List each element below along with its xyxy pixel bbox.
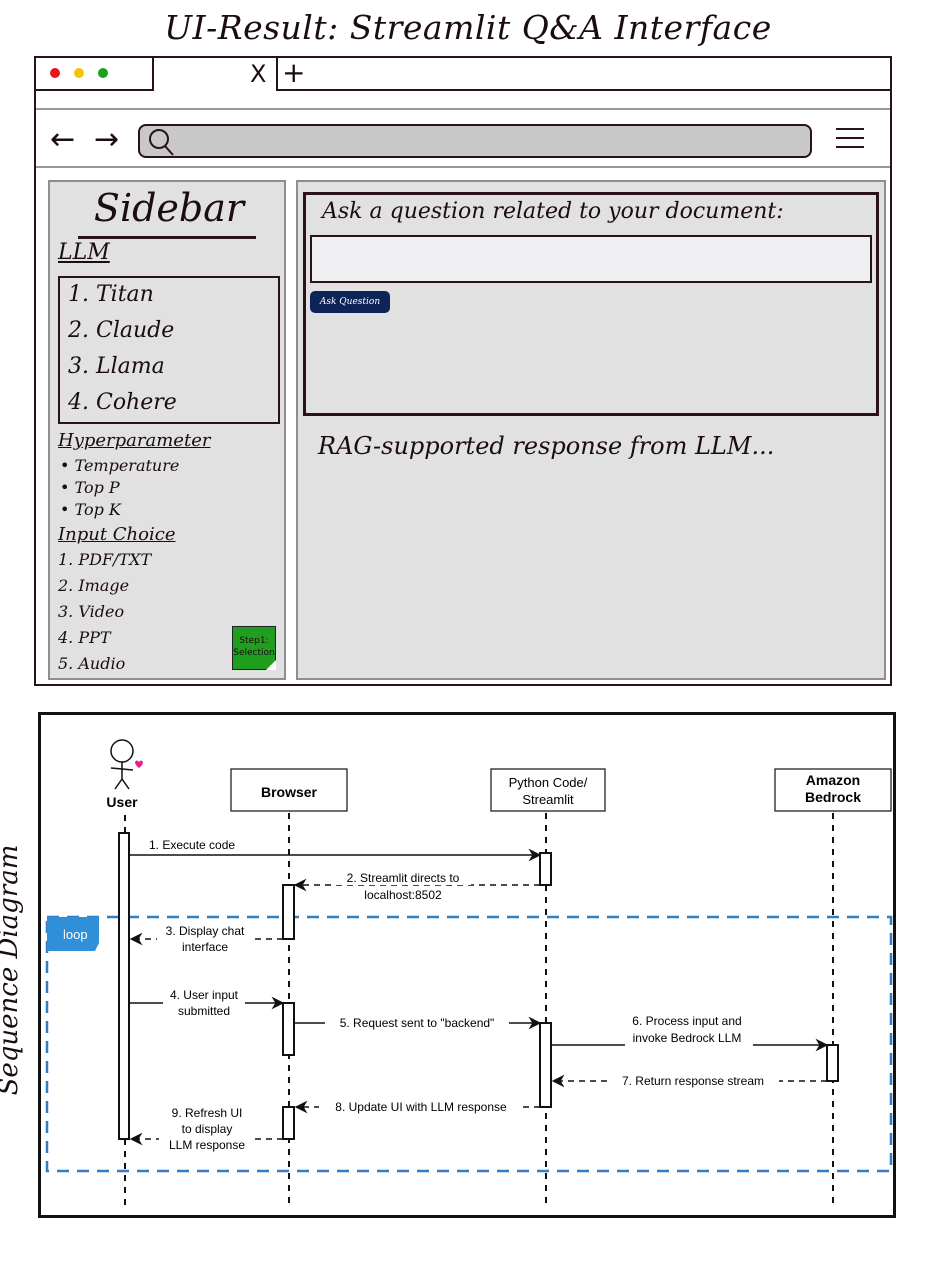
close-window-dot[interactable] xyxy=(50,68,60,78)
new-tab-bar: + xyxy=(276,56,892,91)
participant-python-line2: Streamlit xyxy=(522,792,574,807)
message-9-line2: to display xyxy=(182,1122,233,1136)
sequence-diagram: loop User Browser Python Code/ Streamlit… xyxy=(38,712,896,1218)
search-icon xyxy=(149,129,174,156)
sidebar-title: Sidebar xyxy=(93,186,245,230)
input-choice-audio[interactable]: 5. Audio xyxy=(58,654,126,673)
address-bar[interactable] xyxy=(138,124,812,158)
input-choice-video[interactable]: 3. Video xyxy=(58,602,125,621)
participant-bedrock-line1: Amazon xyxy=(806,772,860,788)
message-6-line2: invoke Bedrock LLM xyxy=(633,1031,742,1045)
message-8-label: 8. Update UI with LLM response xyxy=(335,1100,507,1114)
step-note-line2: Selection xyxy=(233,648,275,658)
tab-close-icon[interactable]: X xyxy=(250,60,267,88)
back-arrow-icon[interactable]: ← xyxy=(50,122,76,157)
message-4-line1: 4. User input xyxy=(170,988,239,1002)
llm-option-cohere[interactable]: 4. Cohere xyxy=(68,390,177,415)
sequence-diagram-canvas: loop User Browser Python Code/ Streamlit… xyxy=(45,739,893,1207)
question-input[interactable] xyxy=(310,235,872,283)
input-choice-ppt[interactable]: 4. PPT xyxy=(58,628,111,647)
hyperparameter-top-k[interactable]: • Top K xyxy=(60,500,121,519)
hyperparameter-heading: Hyperparameter xyxy=(58,430,211,451)
new-tab-plus-icon[interactable]: + xyxy=(282,56,306,89)
participant-bedrock-box xyxy=(774,768,892,812)
loop-label: loop xyxy=(63,927,88,942)
ask-question-button[interactable]: Ask Question xyxy=(310,291,390,313)
browser-activation-3 xyxy=(282,1106,295,1140)
llm-option-claude[interactable]: 2. Claude xyxy=(68,318,175,343)
participant-browser: Browser xyxy=(261,784,318,800)
message-3-line2: interface xyxy=(182,940,228,954)
question-form: Ask a question related to your document:… xyxy=(303,192,879,416)
sidebar: Sidebar LLM 1. Titan 2. Claude 3. Llama … xyxy=(48,180,286,680)
python-activation-2 xyxy=(539,1022,552,1108)
user-actor-icon xyxy=(110,739,143,790)
participant-browser-box xyxy=(230,768,348,812)
step-sticky-note: Step1: Selection xyxy=(232,626,276,670)
bedrock-activation xyxy=(826,1044,839,1082)
message-9-line1: 9. Refresh UI xyxy=(172,1106,243,1120)
message-5-label: 5. Request sent to "backend" xyxy=(340,1016,495,1030)
sequence-diagram-label: Sequence Diagram xyxy=(0,844,24,1096)
browser-tab[interactable] xyxy=(36,58,154,91)
input-choice-image[interactable]: 2. Image xyxy=(58,576,130,595)
llm-option-titan[interactable]: 1. Titan xyxy=(68,282,154,307)
message-3-line1: 3. Display chat xyxy=(166,924,245,938)
participant-user: User xyxy=(106,794,138,810)
input-choice-pdf-txt[interactable]: 1. PDF/TXT xyxy=(58,550,152,569)
browser-activation-1 xyxy=(282,884,295,940)
participant-bedrock-line2: Bedrock xyxy=(805,789,861,805)
hamburger-menu-icon[interactable] xyxy=(836,126,866,150)
input-choice-heading: Input Choice xyxy=(58,524,176,545)
main-panel: Ask a question related to your document:… xyxy=(296,180,886,680)
content-divider xyxy=(36,166,890,168)
python-activation-1 xyxy=(539,852,552,886)
question-label: Ask a question related to your document: xyxy=(322,199,784,224)
llm-heading: LLM xyxy=(58,240,110,265)
loop-label-box xyxy=(47,917,99,951)
activation-bars xyxy=(118,832,839,1140)
browser-activation-2 xyxy=(282,1002,295,1056)
message-1-label: 1. Execute code xyxy=(149,838,235,852)
participant-python-line1: Python Code/ xyxy=(509,775,588,790)
loop-frame xyxy=(45,915,893,1173)
browser-window: X + ← → Sidebar LLM 1. Titan 2. Claude 3… xyxy=(34,56,892,686)
message-9-line3: LLM response xyxy=(169,1138,245,1152)
participant-python-box xyxy=(490,768,606,812)
llm-selector: 1. Titan 2. Claude 3. Llama 4. Cohere xyxy=(58,276,280,424)
message-7-label: 7. Return response stream xyxy=(622,1074,764,1088)
toolbar-divider xyxy=(36,108,890,110)
message-2-line1: 2. Streamlit directs to xyxy=(347,871,460,885)
user-activation xyxy=(118,832,130,1140)
page-title: UI-Result: Streamlit Q&A Interface xyxy=(164,8,772,47)
step-note-line1: Step1: xyxy=(239,636,269,646)
llm-option-llama[interactable]: 3. Llama xyxy=(68,354,165,379)
llm-response: RAG-supported response from LLM... xyxy=(318,432,775,460)
maximize-window-dot[interactable] xyxy=(98,68,108,78)
hyperparameter-temperature[interactable]: • Temperature xyxy=(60,456,180,475)
heart-icon xyxy=(135,760,143,768)
message-4-line2: submitted xyxy=(178,1004,230,1018)
message-6-line1: 6. Process input and xyxy=(632,1014,741,1028)
forward-arrow-icon[interactable]: → xyxy=(94,122,120,157)
minimize-window-dot[interactable] xyxy=(74,68,84,78)
message-2-line2: localhost:8502 xyxy=(364,888,442,902)
sidebar-title-underline xyxy=(78,236,256,239)
hyperparameter-top-p[interactable]: • Top P xyxy=(60,478,120,497)
